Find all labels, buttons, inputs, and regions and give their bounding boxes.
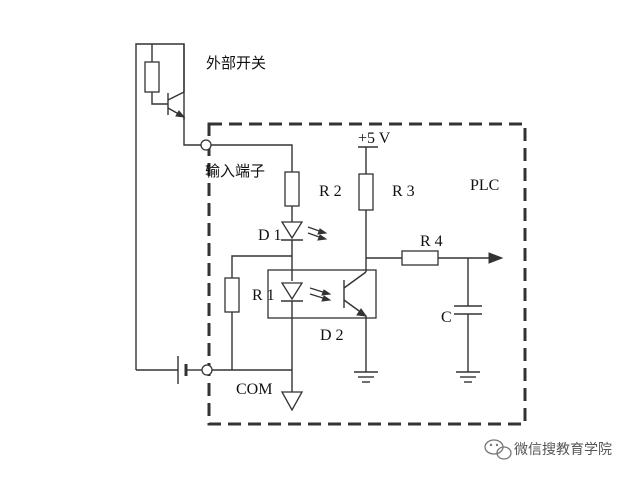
d1-triangle: [280, 221, 304, 240]
ground-emitter: [354, 371, 378, 383]
terminal-to-r2-wire: [211, 144, 293, 172]
com-ground-symbol: [280, 391, 304, 412]
resistor-r2: [284, 171, 300, 207]
d1-ray-arrow-2: [317, 234, 328, 241]
plc-boundary: [207, 122, 527, 426]
transistor-collector: [167, 91, 185, 101]
d1-ray-arrow-1: [317, 228, 328, 235]
d2-label: D 2: [320, 327, 344, 344]
plc-label: PLC: [470, 177, 499, 194]
phototransistor-arrow: [356, 308, 368, 317]
d2-led: [280, 282, 332, 302]
d1-label: D 1: [258, 227, 282, 244]
r4-label: R 4: [420, 233, 443, 250]
switch-base-lead: [151, 92, 168, 105]
output-arrow: [488, 252, 504, 264]
d2-ray-arrow-1: [321, 289, 332, 296]
com-terminal-node: [201, 364, 213, 376]
diode-d1: D 1: [258, 221, 328, 244]
resistor-r3: [358, 173, 374, 211]
input-terminal-label: 输入端子: [205, 162, 265, 180]
resistor-r4: [401, 250, 439, 266]
d2-phototransistor: [343, 271, 368, 317]
input-terminal: 输入端子: [200, 139, 293, 180]
r1-top-wire: [231, 255, 292, 278]
optocoupler-d2: [267, 269, 377, 319]
switch-base-resistor: [144, 61, 160, 93]
supply-label: +5 V: [358, 130, 391, 147]
d2-ray-arrow-2: [321, 295, 332, 302]
external-loop-wire: [135, 43, 185, 370]
r2-label: R 2: [319, 183, 342, 200]
r1-label: R 1: [252, 287, 275, 304]
input-terminal-node: [200, 139, 212, 151]
d2-led-triangle: [280, 282, 304, 301]
wechat-icon: [484, 439, 512, 460]
capacitor-label: C: [441, 309, 452, 326]
watermark-text: 微信搜教育学院: [514, 442, 612, 458]
battery: [136, 356, 202, 384]
watermark: 微信搜教育学院: [484, 439, 612, 460]
external-switch-label: 外部开关: [206, 54, 266, 72]
com-label: COM: [236, 381, 272, 398]
r3-label: R 3: [392, 183, 415, 200]
transistor-emitter-arrow: [175, 110, 186, 118]
ground-capacitor: [456, 371, 480, 383]
resistor-r1: [224, 277, 240, 313]
switch-to-terminal-wire: [183, 117, 206, 146]
external-switch: 外部开关: [135, 43, 266, 370]
phototransistor-collector: [343, 271, 367, 289]
